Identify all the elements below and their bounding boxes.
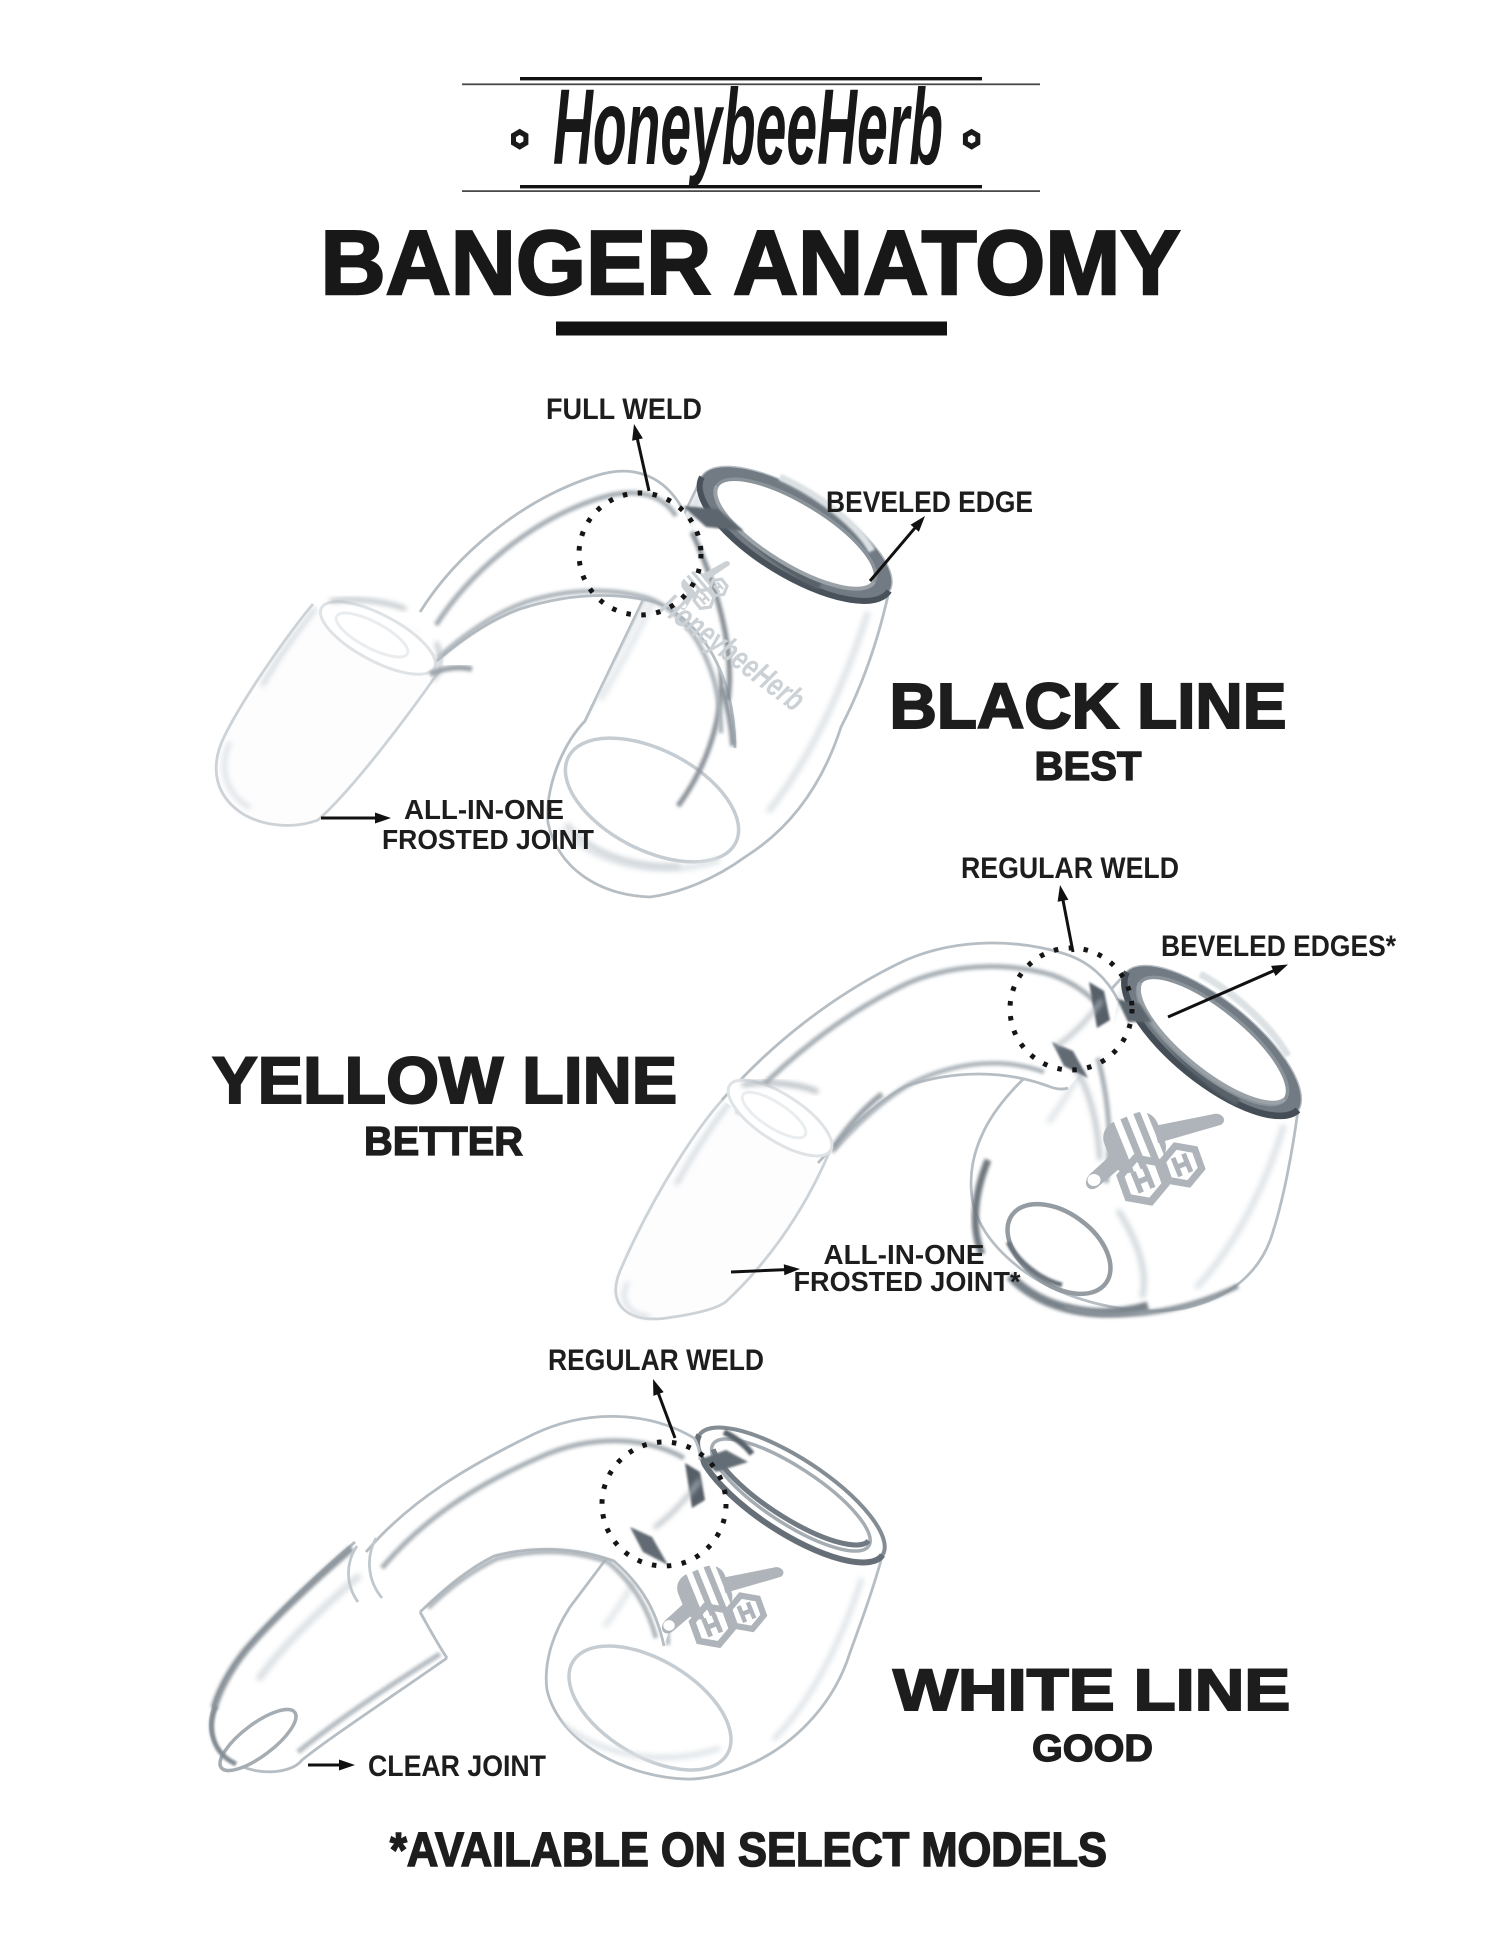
svg-text:GOOD: GOOD [1032, 1728, 1153, 1770]
svg-text:ALL-IN-ONE: ALL-IN-ONE [404, 794, 564, 825]
svg-text:BETTER: BETTER [364, 1118, 523, 1164]
svg-text:CLEAR JOINT: CLEAR JOINT [368, 1750, 546, 1783]
svg-text:FULL WELD: FULL WELD [546, 393, 702, 426]
svg-text:HoneybeeHerb: HoneybeeHerb [553, 66, 943, 187]
svg-text:BEVELED EDGE: BEVELED EDGE [826, 486, 1033, 519]
svg-text:BLACK LINE: BLACK LINE [890, 670, 1287, 742]
svg-text:ALL-IN-ONE: ALL-IN-ONE [824, 1239, 985, 1270]
svg-text:BEST: BEST [1035, 743, 1142, 789]
svg-text:*AVAILABLE ON SELECT MODELS: *AVAILABLE ON SELECT MODELS [390, 1824, 1107, 1877]
svg-text:WHITE LINE: WHITE LINE [893, 1658, 1290, 1723]
svg-text:YELLOW LINE: YELLOW LINE [212, 1043, 677, 1117]
svg-text:FROSTED JOINT*: FROSTED JOINT* [794, 1266, 1021, 1297]
svg-text:REGULAR WELD: REGULAR WELD [548, 1344, 764, 1377]
svg-text:FROSTED JOINT: FROSTED JOINT [382, 824, 594, 855]
svg-text:BEVELED EDGES*: BEVELED EDGES* [1161, 930, 1396, 963]
svg-text:BANGER ANATOMY: BANGER ANATOMY [321, 213, 1181, 314]
svg-text:REGULAR WELD: REGULAR WELD [961, 852, 1179, 885]
